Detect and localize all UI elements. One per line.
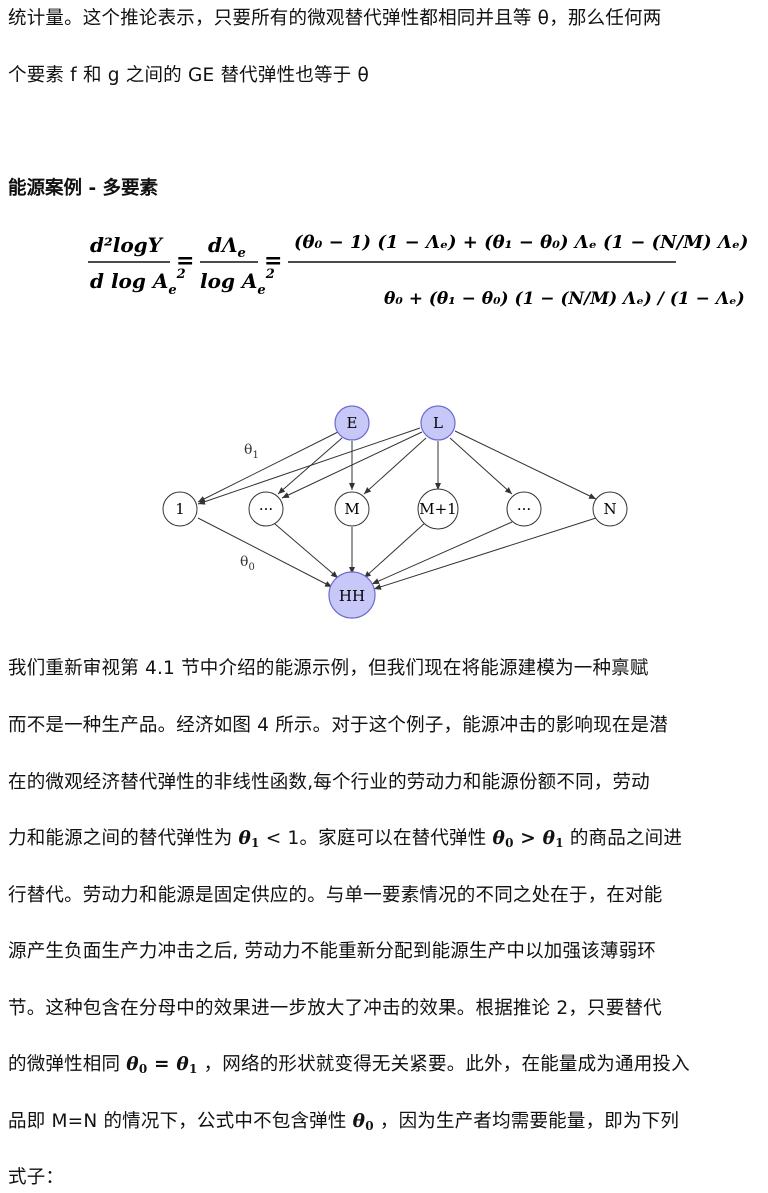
edge-e-1 [197,431,339,503]
svg-text:M: M [344,500,359,518]
equation-svg: d²logY d log Ae2 = dΛe log Ae2 = (θ₀ − 1… [88,232,748,309]
svg-text:···: ··· [517,500,531,518]
eq-lhs-denominator: d log Ae2 [90,267,186,298]
svg-text:HH: HH [339,587,365,605]
edge-l-n [454,430,597,500]
body-line-4-b: < 1。家庭可以在替代弹性 [265,828,487,849]
svg-text:M+1: M+1 [419,500,456,518]
intro-line-2: 个要素 f 和 g 之间的 GE 替代弹性也等于 θ [8,65,369,86]
body-line-10: 式子： [8,1167,65,1188]
body-line-9: 品即 M=N 的情况下，公式中不包含弹性 θ0 ，因为生产者均需要能量，即为下列 [8,1107,760,1133]
edge-1-hh [197,517,333,588]
eq-lhs-numerator: d²logY [90,233,164,257]
body-line-8: 的微弹性相同 θ0 = θ1 ，网络的形状就变得无关紧要。此外，在能量成为通用投… [8,1050,760,1076]
intro-line-1: 统计量。这个推论表示，只要所有的微观替代弹性都相同并且等 θ，那么任何两 [8,8,662,29]
theta0-eq-theta1: θ0 = θ1 [126,1054,198,1076]
theta1-inline-1: θ1 [238,828,260,850]
node-m-plus-1: M+1 [417,488,459,530]
label-theta1: θ1 [244,442,259,461]
theta0-inline: θ0 [352,1111,374,1133]
body-line-6: 源产生负面生产力冲击之后, 劳动力不能重新分配到能源生产中以加强该薄弱环 [8,941,656,962]
body-line-9-a: 品即 M=N 的情况下，公式中不包含弹性 [8,1111,347,1132]
node-1: 1 [162,491,198,527]
body-line-4-c: 的商品之间进 [569,828,683,849]
eq-equals-1: = [176,248,194,274]
node-hh: HH [328,571,376,619]
body-line-1: 我们重新审视第 4.1 节中介绍的能源示例，但我们现在将能源建模为一种禀赋 [8,658,649,679]
body-line-7: 节。这种包含在分母中的效果进一步放大了冲击的效果。根据推论 2，只要替代 [8,998,662,1019]
edge-l-dots2 [449,437,513,495]
svg-text:L: L [433,414,443,432]
node-l: L [420,405,456,441]
equation: d²logY d log Ae2 = dΛe log Ae2 = (θ₀ − 1… [88,208,748,328]
eq-mid-denominator: log Ae2 [200,267,275,298]
node-dots-2: ··· [506,491,542,527]
body-line-9-b: ，因为生产者均需要能量，即为下列 [379,1111,680,1132]
eq-rhs-denominator: θ₀ + (θ₁ − θ₀) (1 − (N/M) Λₑ) / (1 − Λₑ) [384,289,745,309]
edge-m1-hh [363,521,427,579]
theta0-gt-theta1: θ0 > θ1 [492,828,564,850]
node-n: N [592,491,628,527]
edge-l-dots1 [281,431,423,499]
node-e: E [334,405,370,441]
body-line-5: 行替代。劳动力和能源是固定供应的。与单一要素情况的不同之处在于，在对能 [8,885,663,906]
section-heading: 能源案例 - 多要素 [8,178,159,199]
label-theta0: θ0 [240,554,255,573]
node-dots-1: ··· [248,491,284,527]
svg-text:1: 1 [175,500,185,518]
body-line-8-b: ，网络的形状就变得无关紧要。此外，在能量成为通用投入 [203,1054,690,1075]
svg-text:N: N [603,500,616,518]
body-line-3: 在的微观经济替代弹性的非线性函数,每个行业的劳动力和能源份额不同，劳动 [8,772,650,793]
edge-l-1 [197,427,421,505]
body-line-4: 力和能源之间的替代弹性为 θ1 < 1。家庭可以在替代弹性 θ0 > θ1 的商… [8,824,760,850]
body-line-8-a: 的微弹性相同 [8,1054,121,1075]
svg-text:···: ··· [259,500,273,518]
edge-l-m [363,437,427,495]
eq-equals-2: = [264,248,282,274]
diagram-edges [197,427,597,590]
network-diagram: E L 1 ··· M M+1 [162,405,628,619]
edge-dots2-hh [371,521,513,585]
edge-n-hh [373,517,597,590]
node-m: M [334,491,370,527]
body-line-4-a: 力和能源之间的替代弹性为 [8,828,239,849]
body-line-2: 而不是一种生产品。经济如图 4 所示。对于这个例子，能源冲击的影响现在是潜 [8,715,668,736]
eq-mid-numerator: dΛe [208,233,246,261]
svg-text:E: E [347,414,358,432]
eq-rhs-numerator: (θ₀ − 1) (1 − Λₑ) + (θ₁ − θ₀) Λₑ (1 − (N… [294,232,748,253]
edge-dots1-hh [274,523,339,579]
